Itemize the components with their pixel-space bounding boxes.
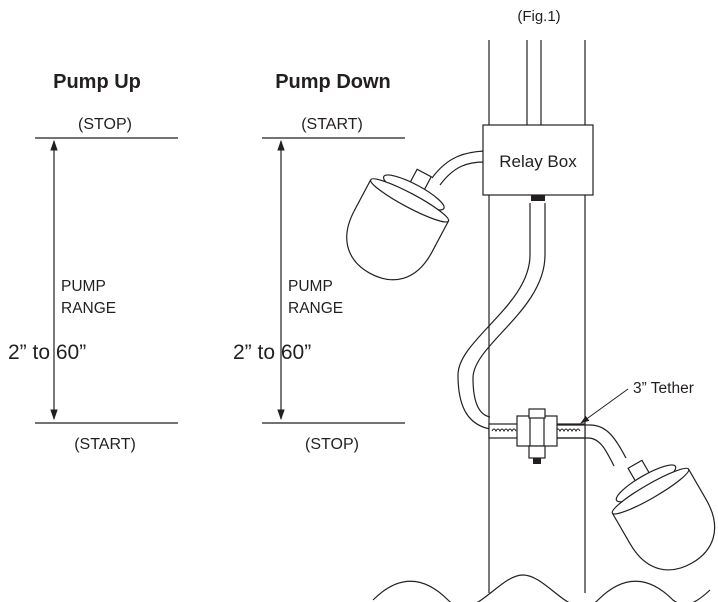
pump-up-range-value: 2” to 60” [8, 341, 86, 364]
relay-box-label: Relay Box [499, 152, 577, 171]
pump-down-heading: Pump Down [275, 71, 391, 93]
tether-cable-upper [557, 424, 627, 459]
pipe-clamp [488, 408, 586, 464]
pump-up-panel: Pump Up (STOP) (START) PUMP RANGE 2” to … [8, 71, 178, 453]
relay-box-fitting [531, 195, 545, 201]
upper-float-cable-outer [431, 150, 485, 179]
pump-down-range-label-2: RANGE [288, 300, 343, 317]
pump-down-range-label-1: PUMP [288, 278, 333, 295]
pump-up-range-label-1: PUMP [61, 278, 106, 295]
lower-float-cable-right [472, 203, 546, 418]
pump-down-bottom-label: (STOP) [305, 436, 359, 453]
pump-down-range-value: 2” to 60” [233, 341, 311, 364]
upper-float-switch [346, 168, 450, 281]
tether-cable-lower [557, 437, 615, 467]
pump-up-top-label: (STOP) [78, 116, 132, 133]
lower-float-cable-left [457, 203, 531, 430]
pump-up-range-label-2: RANGE [61, 300, 116, 317]
upper-float-cable-inner [439, 161, 485, 186]
pump-down-panel: Pump Down (START) (STOP) PUMP RANGE 2” t… [233, 71, 405, 453]
tether-label: 3” Tether [633, 380, 694, 397]
figure-label: (Fig.1) [517, 8, 560, 25]
pump-down-top-label: (START) [301, 116, 363, 133]
water-surface [372, 574, 711, 602]
tether-callout-arrow [580, 388, 629, 424]
pipe-assembly: Relay Box 3” Tether [346, 40, 716, 602]
pump-up-heading: Pump Up [53, 71, 141, 93]
pump-up-bottom-label: (START) [74, 436, 136, 453]
relay-box [482, 124, 594, 196]
lower-float-switch [611, 459, 716, 571]
